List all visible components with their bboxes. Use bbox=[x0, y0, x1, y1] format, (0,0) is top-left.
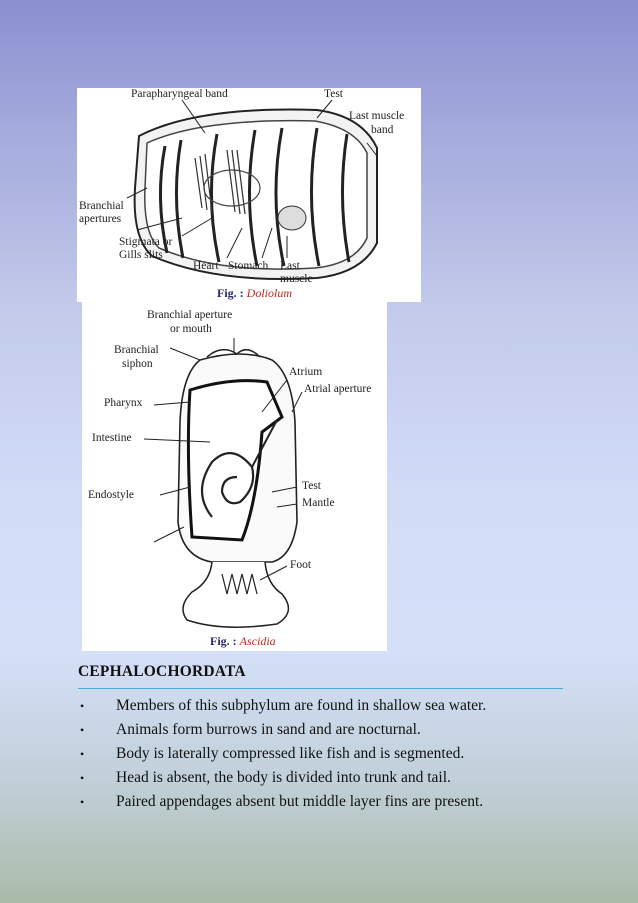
caption-name: Doliolum bbox=[246, 286, 293, 300]
label-stomach: Stomach bbox=[228, 260, 269, 272]
label-heart: Heart bbox=[193, 260, 219, 272]
ascidia-caption: Fig. : Ascidia bbox=[210, 634, 276, 649]
bullet-icon: • bbox=[80, 699, 85, 713]
caption-name: Ascidia bbox=[239, 634, 276, 648]
label-mantle: Mantle bbox=[302, 497, 335, 509]
list-item: • Members of this subphylum are found in … bbox=[78, 694, 486, 718]
label-stigmata-2: Gills slits bbox=[119, 249, 163, 261]
label-last-muscle-1: Last bbox=[280, 260, 300, 272]
heading-divider bbox=[78, 688, 563, 689]
label-last-muscle-band-1: Last muscle bbox=[349, 110, 405, 122]
label-atrium: Atrium bbox=[289, 366, 323, 378]
label-pharynx: Pharynx bbox=[104, 397, 143, 409]
doliolum-caption: Fig. : Doliolum bbox=[217, 286, 292, 301]
list-item: • Body is laterally compressed like fish … bbox=[78, 742, 486, 766]
label-branchial-apertures-2: apertures bbox=[79, 213, 122, 225]
label-foot: Foot bbox=[290, 559, 312, 571]
list-item-text: Paired appendages absent but middle laye… bbox=[116, 793, 484, 810]
label-test: Test bbox=[324, 88, 343, 100]
label-parapharyngeal-band: Parapharyngeal band bbox=[131, 88, 228, 100]
list-item: • Animals form burrows in sand and are no… bbox=[78, 718, 486, 742]
label-intestine: Intestine bbox=[92, 432, 132, 444]
bullet-icon: • bbox=[80, 795, 85, 809]
label-branchial-apertures-1: Branchial bbox=[79, 200, 124, 212]
label-branchial-siphon-1: Branchial bbox=[114, 344, 159, 356]
caption-prefix: Fig. : bbox=[217, 286, 244, 300]
list-item-text: Animals form burrows in sand and are noc… bbox=[116, 721, 421, 738]
label-branchial-aperture-2: or mouth bbox=[170, 323, 212, 335]
ascidia-drawing bbox=[143, 338, 303, 628]
bullet-icon: • bbox=[80, 747, 85, 761]
list-item: • Paired appendages absent but middle lay… bbox=[78, 790, 486, 814]
label-endostyle: Endostyle bbox=[88, 489, 134, 501]
section-heading: CEPHALOCHORDATA bbox=[78, 663, 246, 680]
list-item-text: Members of this subphylum are found in s… bbox=[116, 697, 487, 714]
ascidia-figure: Branchial aperture or mouth Branchial si… bbox=[82, 302, 387, 651]
list-item-text: Body is laterally compressed like fish a… bbox=[116, 745, 465, 762]
label-test: Test bbox=[302, 480, 321, 492]
label-last-muscle-band-2: band bbox=[371, 124, 394, 136]
label-stigmata-1: Stigmata or bbox=[119, 236, 173, 248]
bullet-icon: • bbox=[80, 771, 85, 785]
bullet-icon: • bbox=[80, 723, 85, 737]
doliolum-drawing bbox=[126, 99, 378, 281]
label-atrial-aperture: Atrial aperture bbox=[304, 383, 372, 395]
list-item: • Head is absent, the body is divided int… bbox=[78, 766, 486, 790]
caption-prefix: Fig. : bbox=[210, 634, 237, 648]
label-last-muscle-2: muscle bbox=[280, 273, 313, 285]
label-branchial-siphon-2: siphon bbox=[122, 358, 153, 370]
bullet-list: • Members of this subphylum are found in … bbox=[78, 694, 486, 814]
doliolum-figure: Parapharyngeal band Test Last muscle ban… bbox=[77, 88, 421, 302]
label-branchial-aperture-1: Branchial aperture bbox=[147, 309, 233, 321]
list-item-text: Head is absent, the body is divided into… bbox=[116, 769, 451, 786]
